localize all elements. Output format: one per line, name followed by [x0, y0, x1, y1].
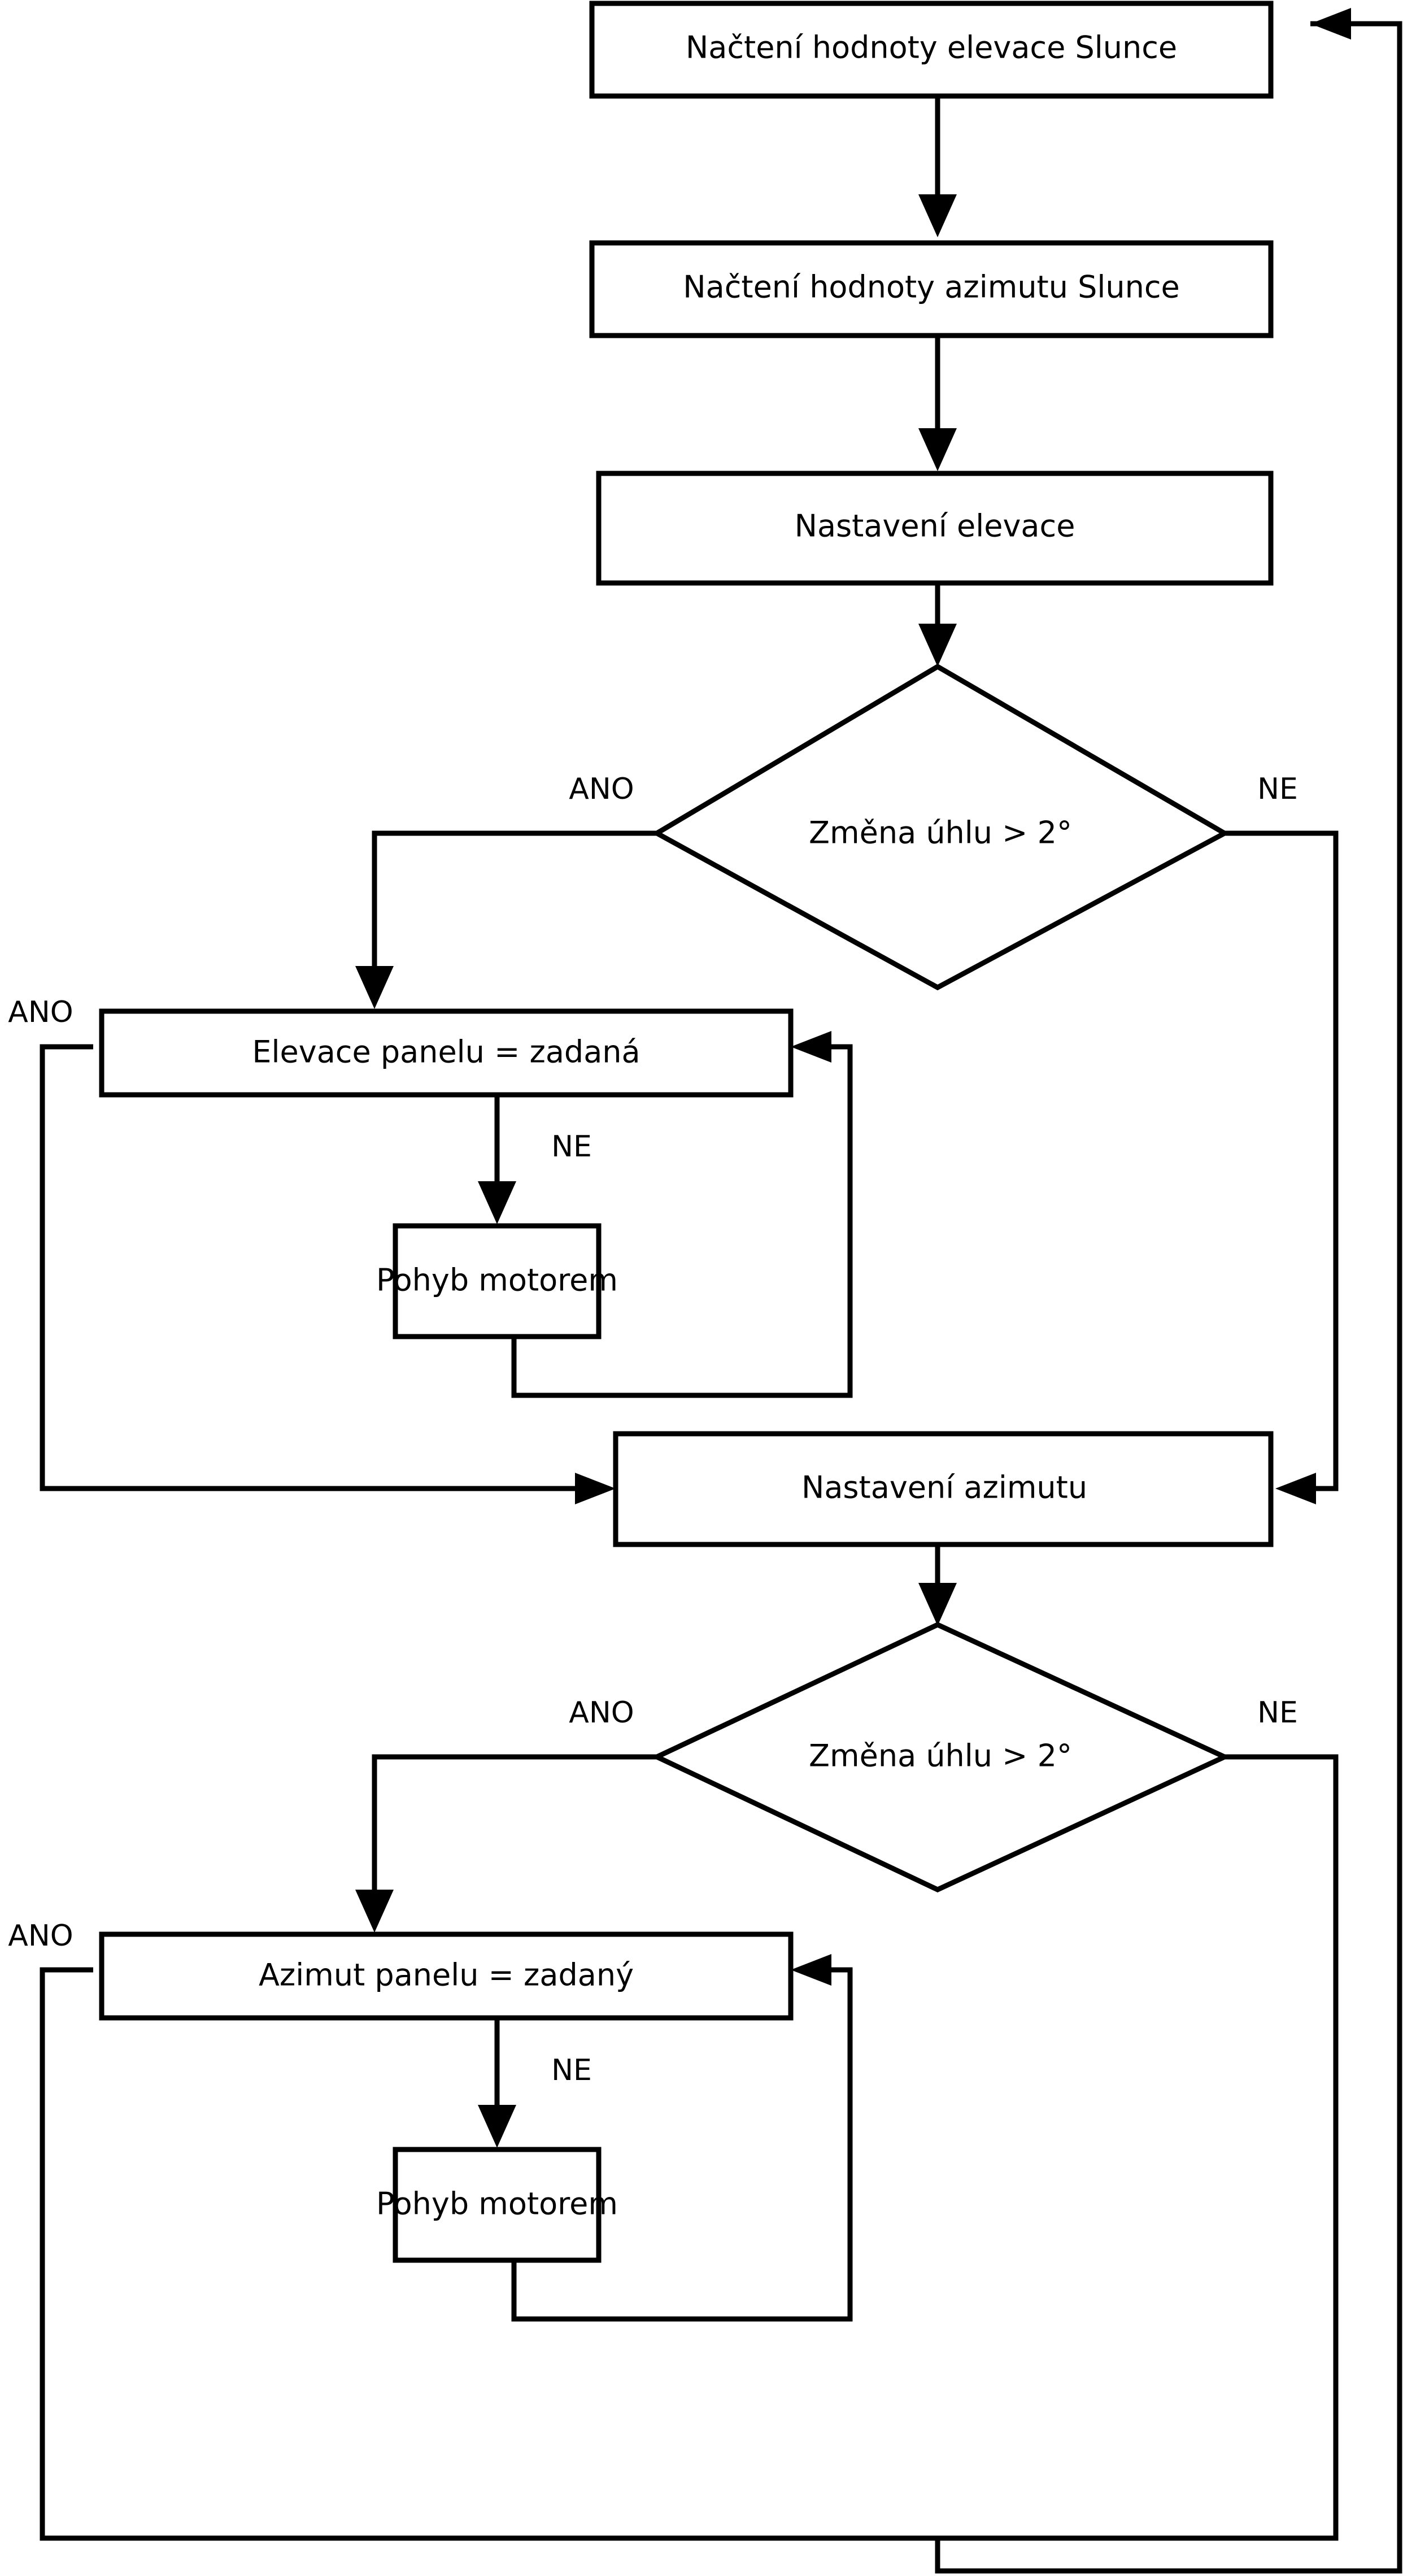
node-set-azimuth-shape	[613, 1431, 1274, 1547]
node-motor-azimuth[interactable]: Pohyb motorem	[376, 2147, 618, 2263]
node-read-elevation[interactable]: Načtení hodnoty elevace Slunce	[589, 1, 1274, 99]
edge-decide-azim-no	[938, 1754, 1339, 2541]
node-set-elevation-label: Nastavení elevace	[795, 508, 1075, 544]
node-motor-elevation-label: Pohyb motorem	[376, 1263, 618, 1298]
edge-label-decide-azim-no: NE	[1257, 1696, 1298, 1730]
edge-motor-elev-loop	[511, 1044, 853, 1398]
node-motor-elevation-shape	[393, 1223, 602, 1339]
edge-panel-azim-yes	[40, 1967, 938, 2541]
arrow-set-elev-to-decide	[918, 624, 957, 667]
arrow-panel-azim-no	[478, 2105, 516, 2148]
edge-label-decide-elev-no: NE	[1257, 772, 1298, 806]
edge-label-decide-elev-yes: ANO	[569, 772, 634, 806]
node-panel-azimuth-label: Azimut panelu = zadaný	[259, 1957, 634, 1993]
node-panel-elevation-label: Elevace panelu = zadaná	[252, 1034, 640, 1070]
node-set-elevation-shape	[596, 471, 1274, 586]
node-read-azimuth[interactable]: Načtení hodnoty azimutu Slunce	[589, 240, 1274, 338]
node-panel-elevation-shape	[99, 1008, 794, 1098]
edge-label-decide-azim-yes: ANO	[569, 1696, 634, 1730]
edge-label-panel-elev-no: NE	[551, 1130, 592, 1164]
node-read-elevation-shape	[589, 1, 1274, 99]
node-decide-elevation-shape	[651, 663, 1230, 991]
node-decide-azimuth[interactable]: Změna úhlu > 2°	[651, 1622, 1231, 1892]
node-read-azimuth-label: Načtení hodnoty azimutu Slunce	[683, 269, 1180, 305]
arrow-decide-elev-no	[1275, 1473, 1316, 1504]
node-motor-elevation[interactable]: Pohyb motorem	[376, 1223, 618, 1339]
node-decide-elevation-label: Změna úhlu > 2°	[809, 815, 1072, 851]
edge-decide-elev-yes	[372, 830, 657, 986]
arrow-decide-azim-yes	[355, 1890, 394, 1933]
edge-label-panel-azim-yes: ANO	[8, 1919, 73, 1953]
arrow-read-elev-to-read-azim	[918, 194, 957, 237]
node-decide-azimuth-shape	[651, 1622, 1231, 1892]
edge-decide-elev-no	[1225, 830, 1339, 1491]
node-read-azimuth-shape	[589, 240, 1274, 338]
edge-decide-azim-yes	[372, 1754, 657, 1909]
node-panel-elevation[interactable]: Elevace panelu = zadaná	[99, 1008, 794, 1098]
edge-motor-azim-loop	[511, 1967, 853, 2322]
node-decide-azimuth-label: Změna úhlu > 2°	[809, 1738, 1072, 1774]
edge-label-panel-azim-no: NE	[551, 2053, 592, 2087]
arrow-read-azim-to-set-elev	[918, 428, 957, 471]
node-panel-azimuth-shape	[99, 1931, 794, 2021]
node-set-azimuth[interactable]: Nastavení azimutu	[613, 1431, 1274, 1547]
edge-panel-elev-yes	[40, 1044, 587, 1491]
node-motor-azimuth-label: Pohyb motorem	[376, 2186, 618, 2222]
edge-label-panel-elev-yes: ANO	[8, 995, 73, 1029]
arrow-motor-azim-loop	[791, 1954, 831, 1986]
arrow-decide-elev-yes	[355, 966, 394, 1009]
node-read-elevation-label: Načtení hodnoty elevace Slunce	[686, 30, 1177, 66]
edge-return-to-start	[935, 21, 1402, 2574]
arrow-set-azim-to-decide	[918, 1583, 957, 1626]
arrow-panel-elev-no	[478, 1181, 516, 1224]
node-decide-elevation[interactable]: Změna úhlu > 2°	[651, 663, 1230, 991]
arrow-panel-elev-yes	[575, 1473, 616, 1504]
arrow-motor-elev-loop	[791, 1031, 831, 1063]
node-set-elevation[interactable]: Nastavení elevace	[596, 471, 1274, 586]
node-motor-azimuth-shape	[393, 2147, 602, 2263]
node-panel-azimuth[interactable]: Azimut panelu = zadaný	[99, 1931, 794, 2021]
node-set-azimuth-label: Nastavení azimutu	[801, 1470, 1087, 1505]
arrow-return-to-start	[1310, 8, 1351, 40]
